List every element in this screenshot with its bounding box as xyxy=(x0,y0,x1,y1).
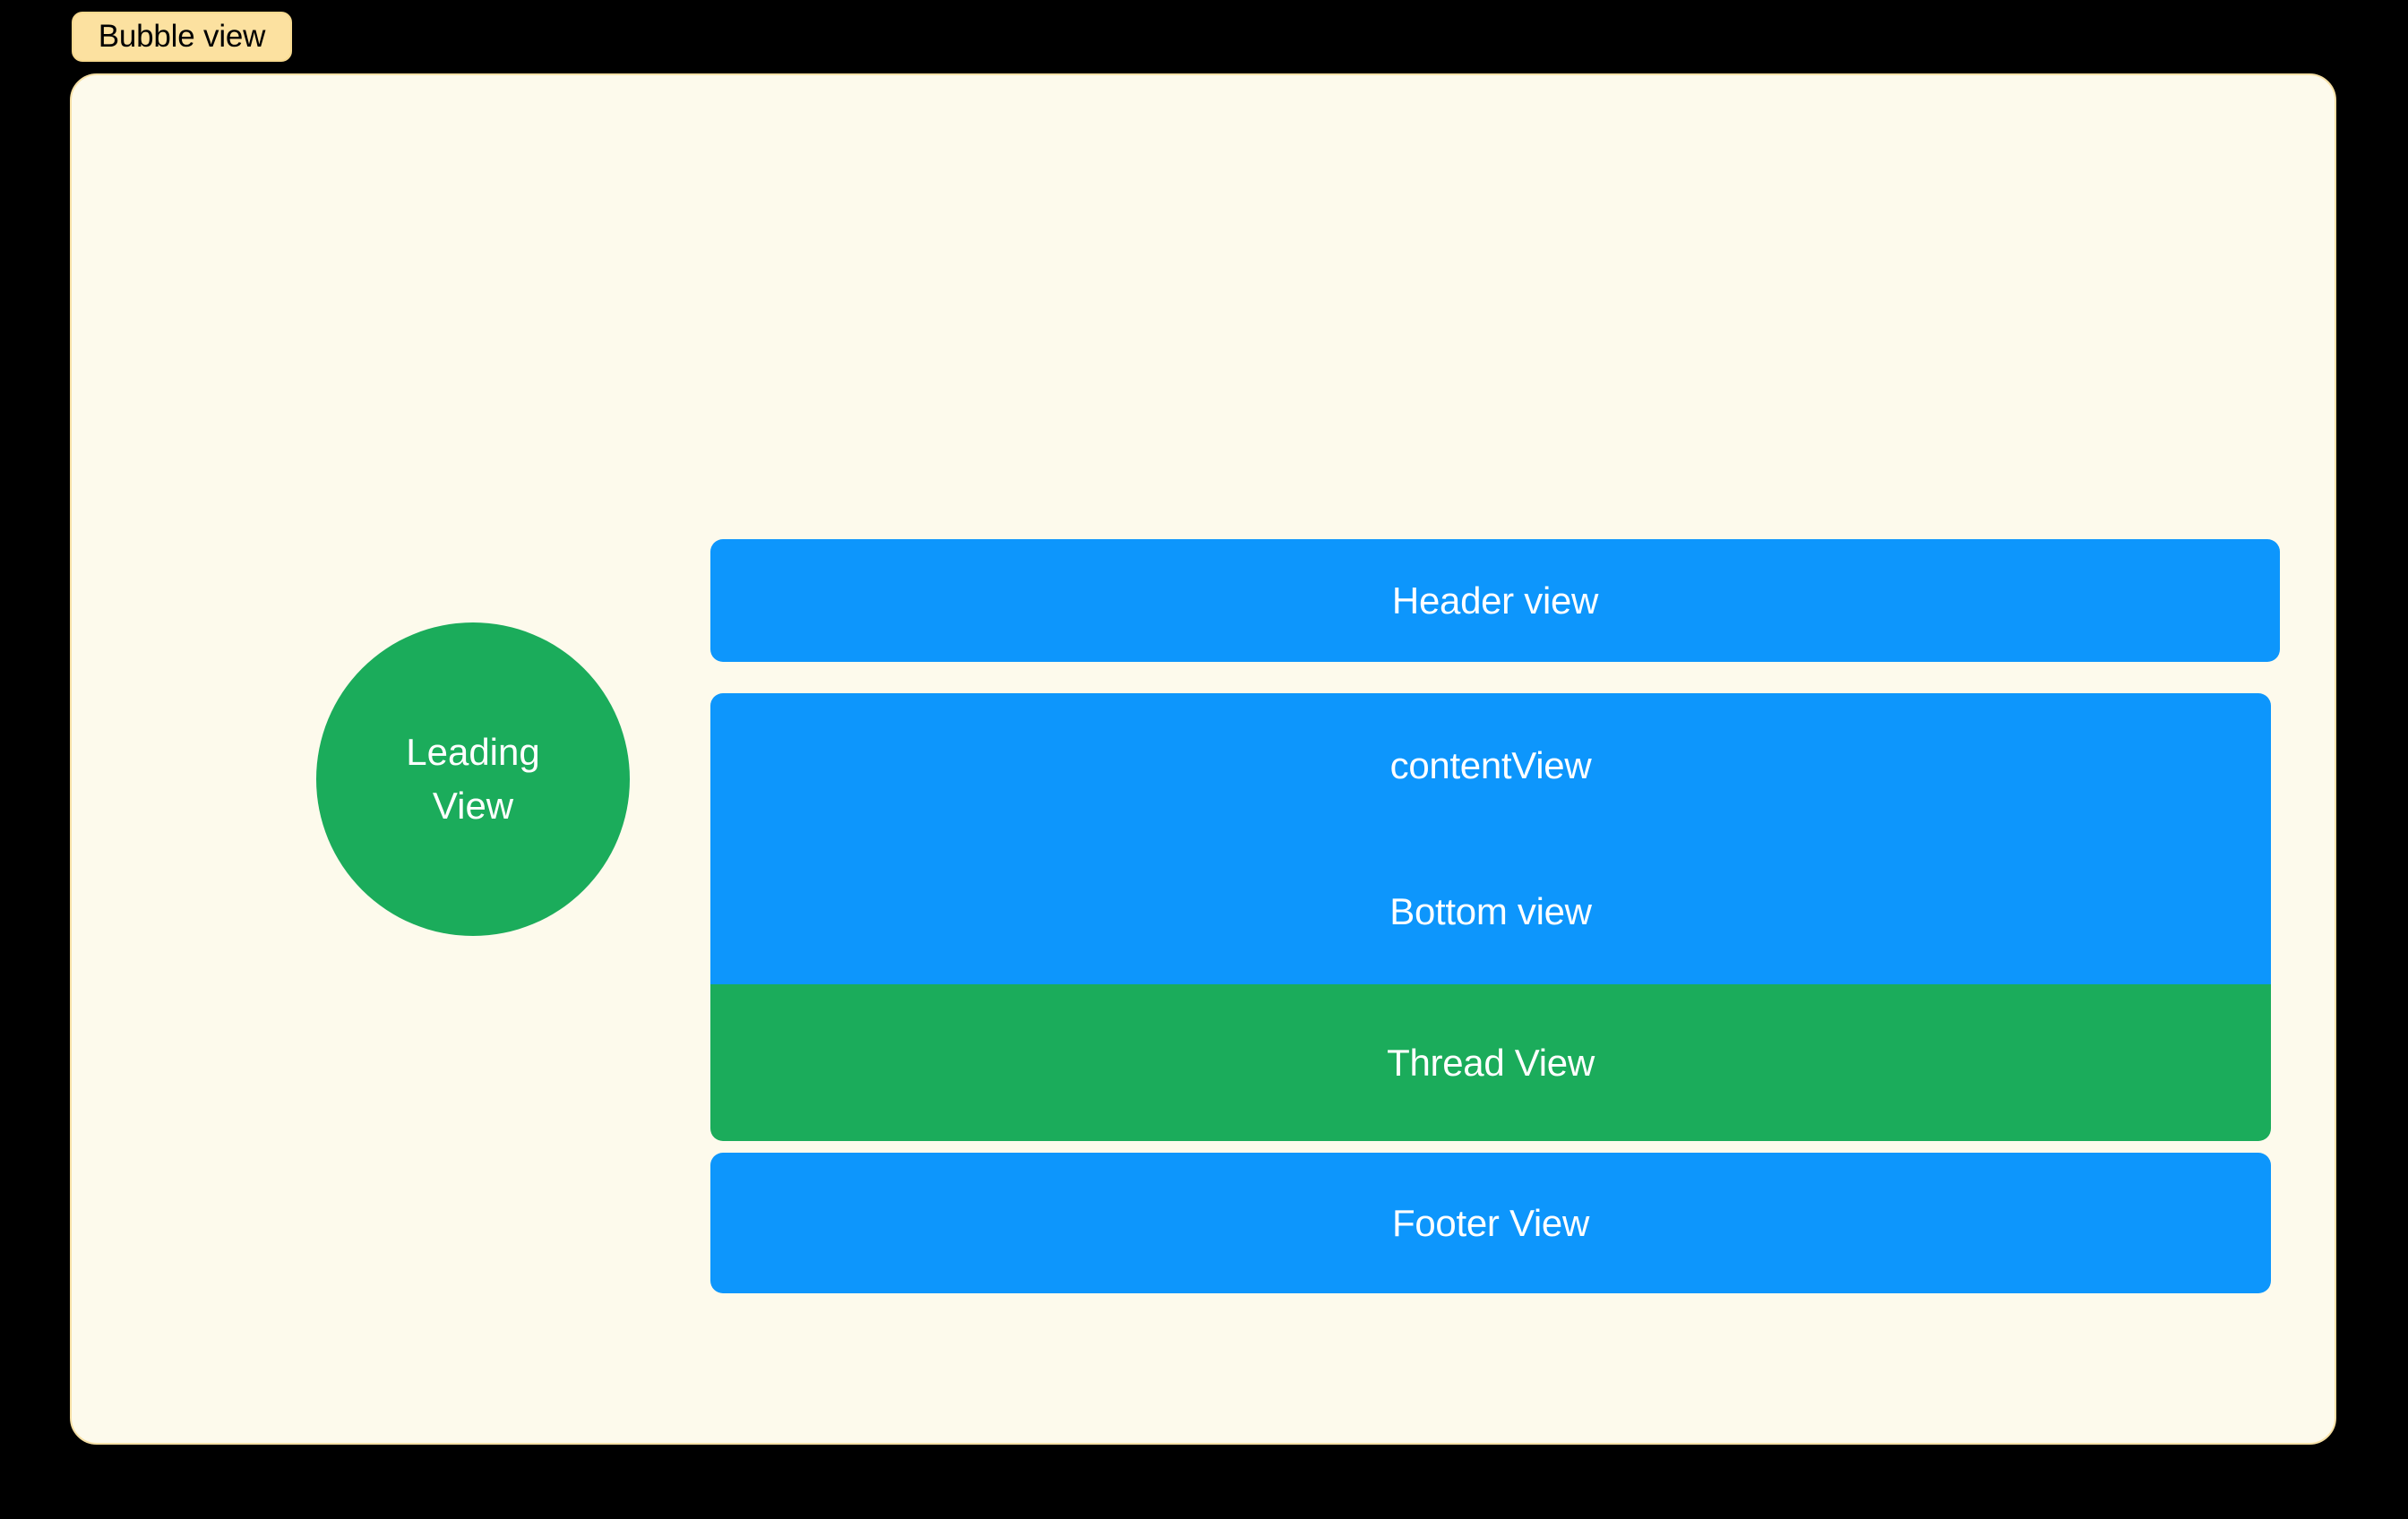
leading-view-label-line1: Leading xyxy=(406,730,540,773)
thread-view-bar: Thread View xyxy=(710,984,2271,1141)
footer-view-label: Footer View xyxy=(1391,1201,1590,1244)
content-view-label: contentView xyxy=(1389,744,1592,787)
header-view-label: Header view xyxy=(1391,579,1599,622)
thread-view-label: Thread View xyxy=(1387,1041,1595,1084)
bottom-view-label: Bottom view xyxy=(1389,889,1592,932)
bubble-view-badge-label: Bubble view xyxy=(98,19,266,54)
header-view-bar: Header view xyxy=(710,539,2280,662)
content-view-upper: contentView Bottom view xyxy=(710,693,2271,984)
content-view-block: contentView Bottom view Thread View xyxy=(710,693,2271,1141)
leading-view-circle: Leading View xyxy=(316,622,630,936)
bubble-view-badge: Bubble view xyxy=(72,12,292,62)
bubble-view-canvas: Leading View Header view contentView Bot… xyxy=(70,73,2336,1445)
leading-view-label-line2: View xyxy=(432,785,514,827)
footer-view-bar: Footer View xyxy=(710,1153,2271,1293)
